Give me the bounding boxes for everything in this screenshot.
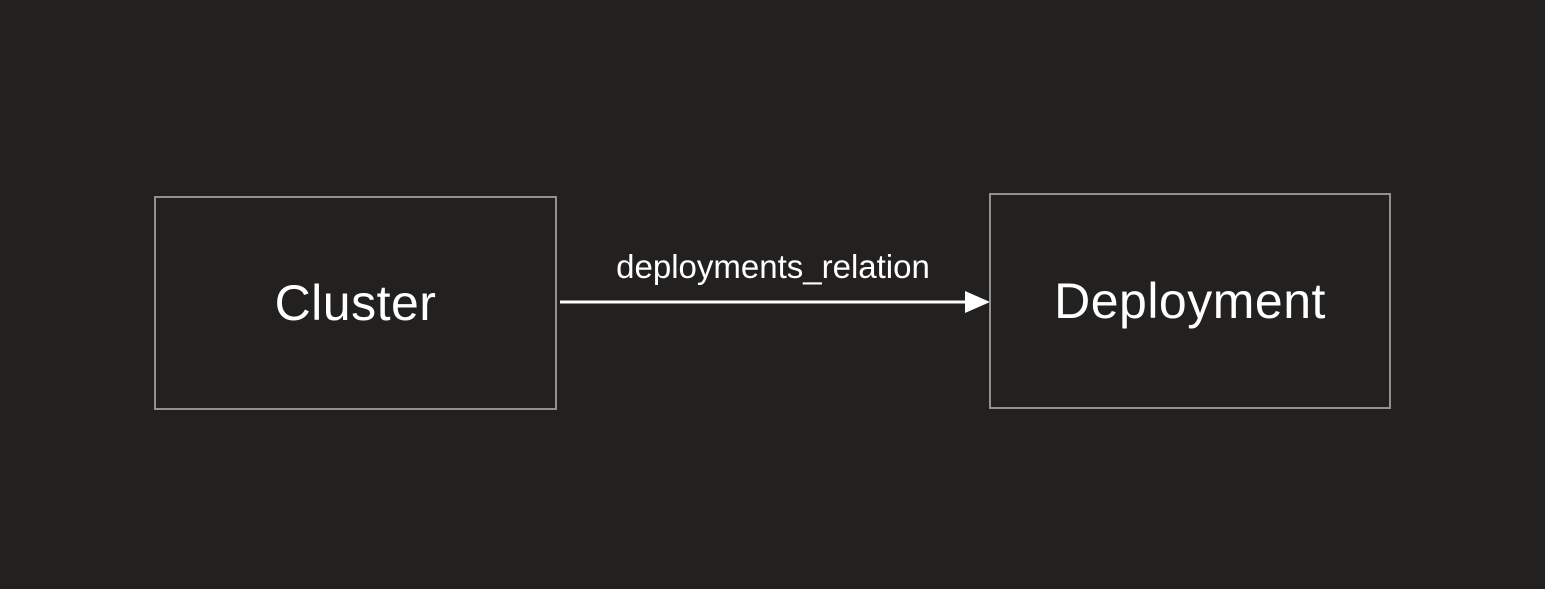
node-deployment-label: Deployment — [1054, 273, 1326, 329]
node-cluster: Cluster — [154, 196, 557, 410]
edge-label: deployments_relation — [616, 248, 930, 285]
edge-arrowhead-icon — [965, 291, 990, 313]
node-deployment: Deployment — [989, 193, 1391, 409]
node-cluster-label: Cluster — [274, 275, 437, 331]
